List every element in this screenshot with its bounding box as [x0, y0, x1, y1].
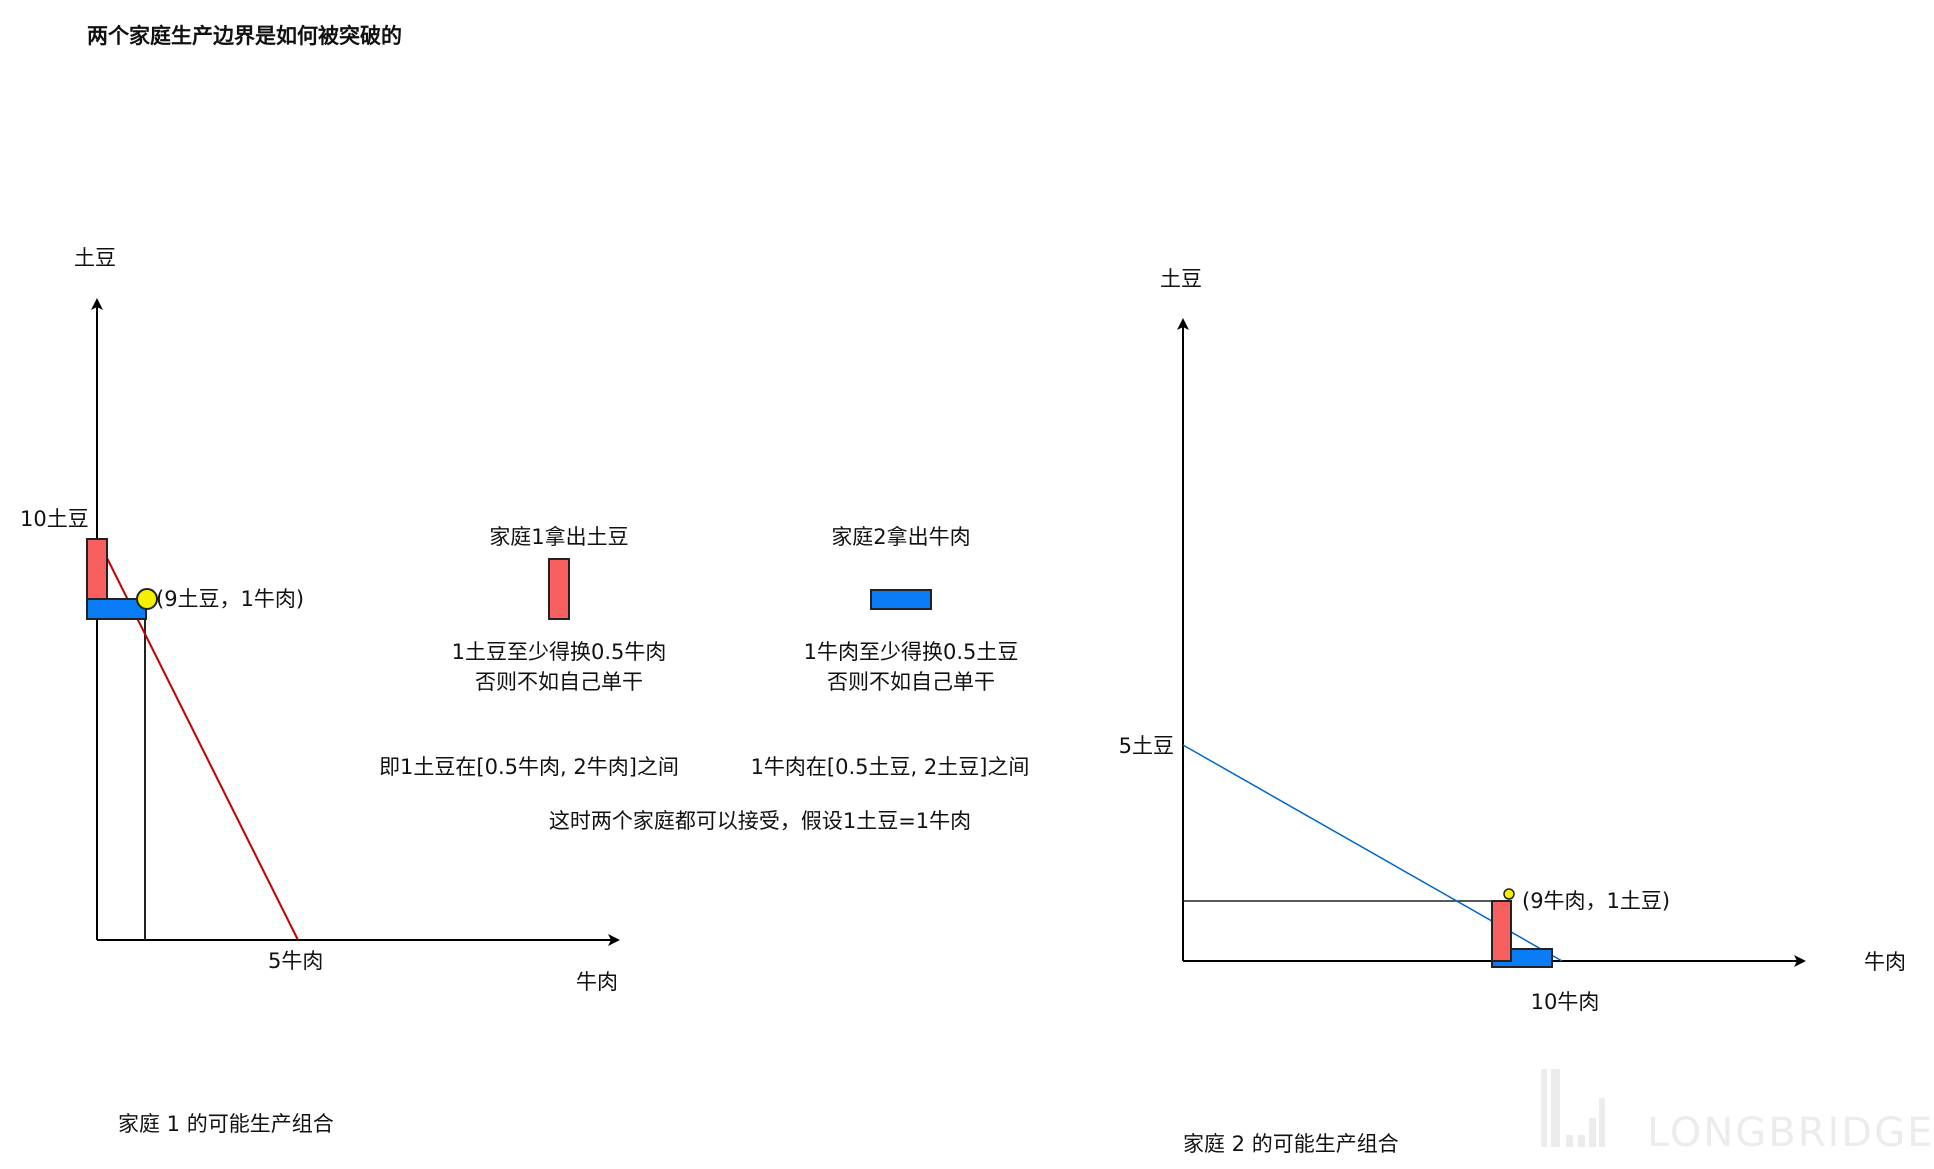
- production-frontier-line: [106, 557, 299, 941]
- legend-line1: 1土豆至少得换0.5牛肉: [452, 640, 667, 664]
- legend-title: 家庭1拿出土豆: [489, 525, 628, 549]
- chart-family1: 土豆 牛肉 10土豆 5牛肉 (9土豆，1牛肉) 家庭 1 的可能生产组合: [20, 246, 620, 1136]
- y-intercept-label: 10土豆: [20, 507, 89, 531]
- y-intercept-label: 5土豆: [1119, 734, 1174, 758]
- legend-family1: 家庭1拿出土豆 1土豆至少得换0.5牛肉 否则不如自己单干 即1土豆在[0.5牛…: [379, 525, 679, 779]
- potato-block: [1491, 900, 1512, 962]
- potato-swatch: [548, 558, 570, 620]
- chart-caption: 家庭 2 的可能生产组合: [1183, 1132, 1399, 1156]
- x-axis-label: 牛肉: [1864, 950, 1906, 974]
- longbridge-watermark: LONGBRIDGE: [1541, 1069, 1934, 1156]
- legend-line2: 否则不如自己单干: [475, 670, 643, 694]
- production-point: [1503, 888, 1515, 900]
- point-label: (9牛肉，1土豆): [1522, 889, 1670, 913]
- x-axis-label: 牛肉: [576, 970, 618, 994]
- logo-bars-icon: [1541, 1069, 1605, 1147]
- page-title: 两个家庭生产边界是如何被突破的: [87, 24, 402, 48]
- beef-swatch: [870, 589, 932, 610]
- y-axis-label: 土豆: [1160, 267, 1202, 291]
- production-point: [136, 588, 158, 610]
- conclusion-text: 这时两个家庭都可以接受，假设1土豆=1牛肉: [549, 809, 971, 833]
- legend-title: 家庭2拿出牛肉: [831, 525, 970, 549]
- legend-line2: 否则不如自己单干: [827, 670, 995, 694]
- x-intercept-label: 5牛肉: [268, 949, 323, 973]
- exchange-range: 1牛肉在[0.5土豆, 2土豆]之间: [751, 755, 1030, 779]
- legend-line1: 1牛肉至少得换0.5土豆: [804, 640, 1019, 664]
- chart-caption: 家庭 1 的可能生产组合: [118, 1112, 334, 1136]
- y-axis-label: 土豆: [74, 246, 116, 270]
- legend-family2: 家庭2拿出牛肉 1牛肉至少得换0.5土豆 否则不如自己单干 1牛肉在[0.5土豆…: [751, 525, 1030, 779]
- watermark-text: LONGBRIDGE: [1647, 1110, 1934, 1156]
- x-intercept-label: 10牛肉: [1531, 990, 1600, 1014]
- potato-block: [86, 538, 108, 600]
- chart-family2: 土豆 牛肉 5土豆 10牛肉 (9牛肉，1土豆) 家庭 2 的可能生产组合: [1119, 267, 1906, 1156]
- point-label: (9土豆，1牛肉): [156, 587, 304, 611]
- exchange-range: 即1土豆在[0.5牛肉, 2牛肉]之间: [379, 755, 679, 779]
